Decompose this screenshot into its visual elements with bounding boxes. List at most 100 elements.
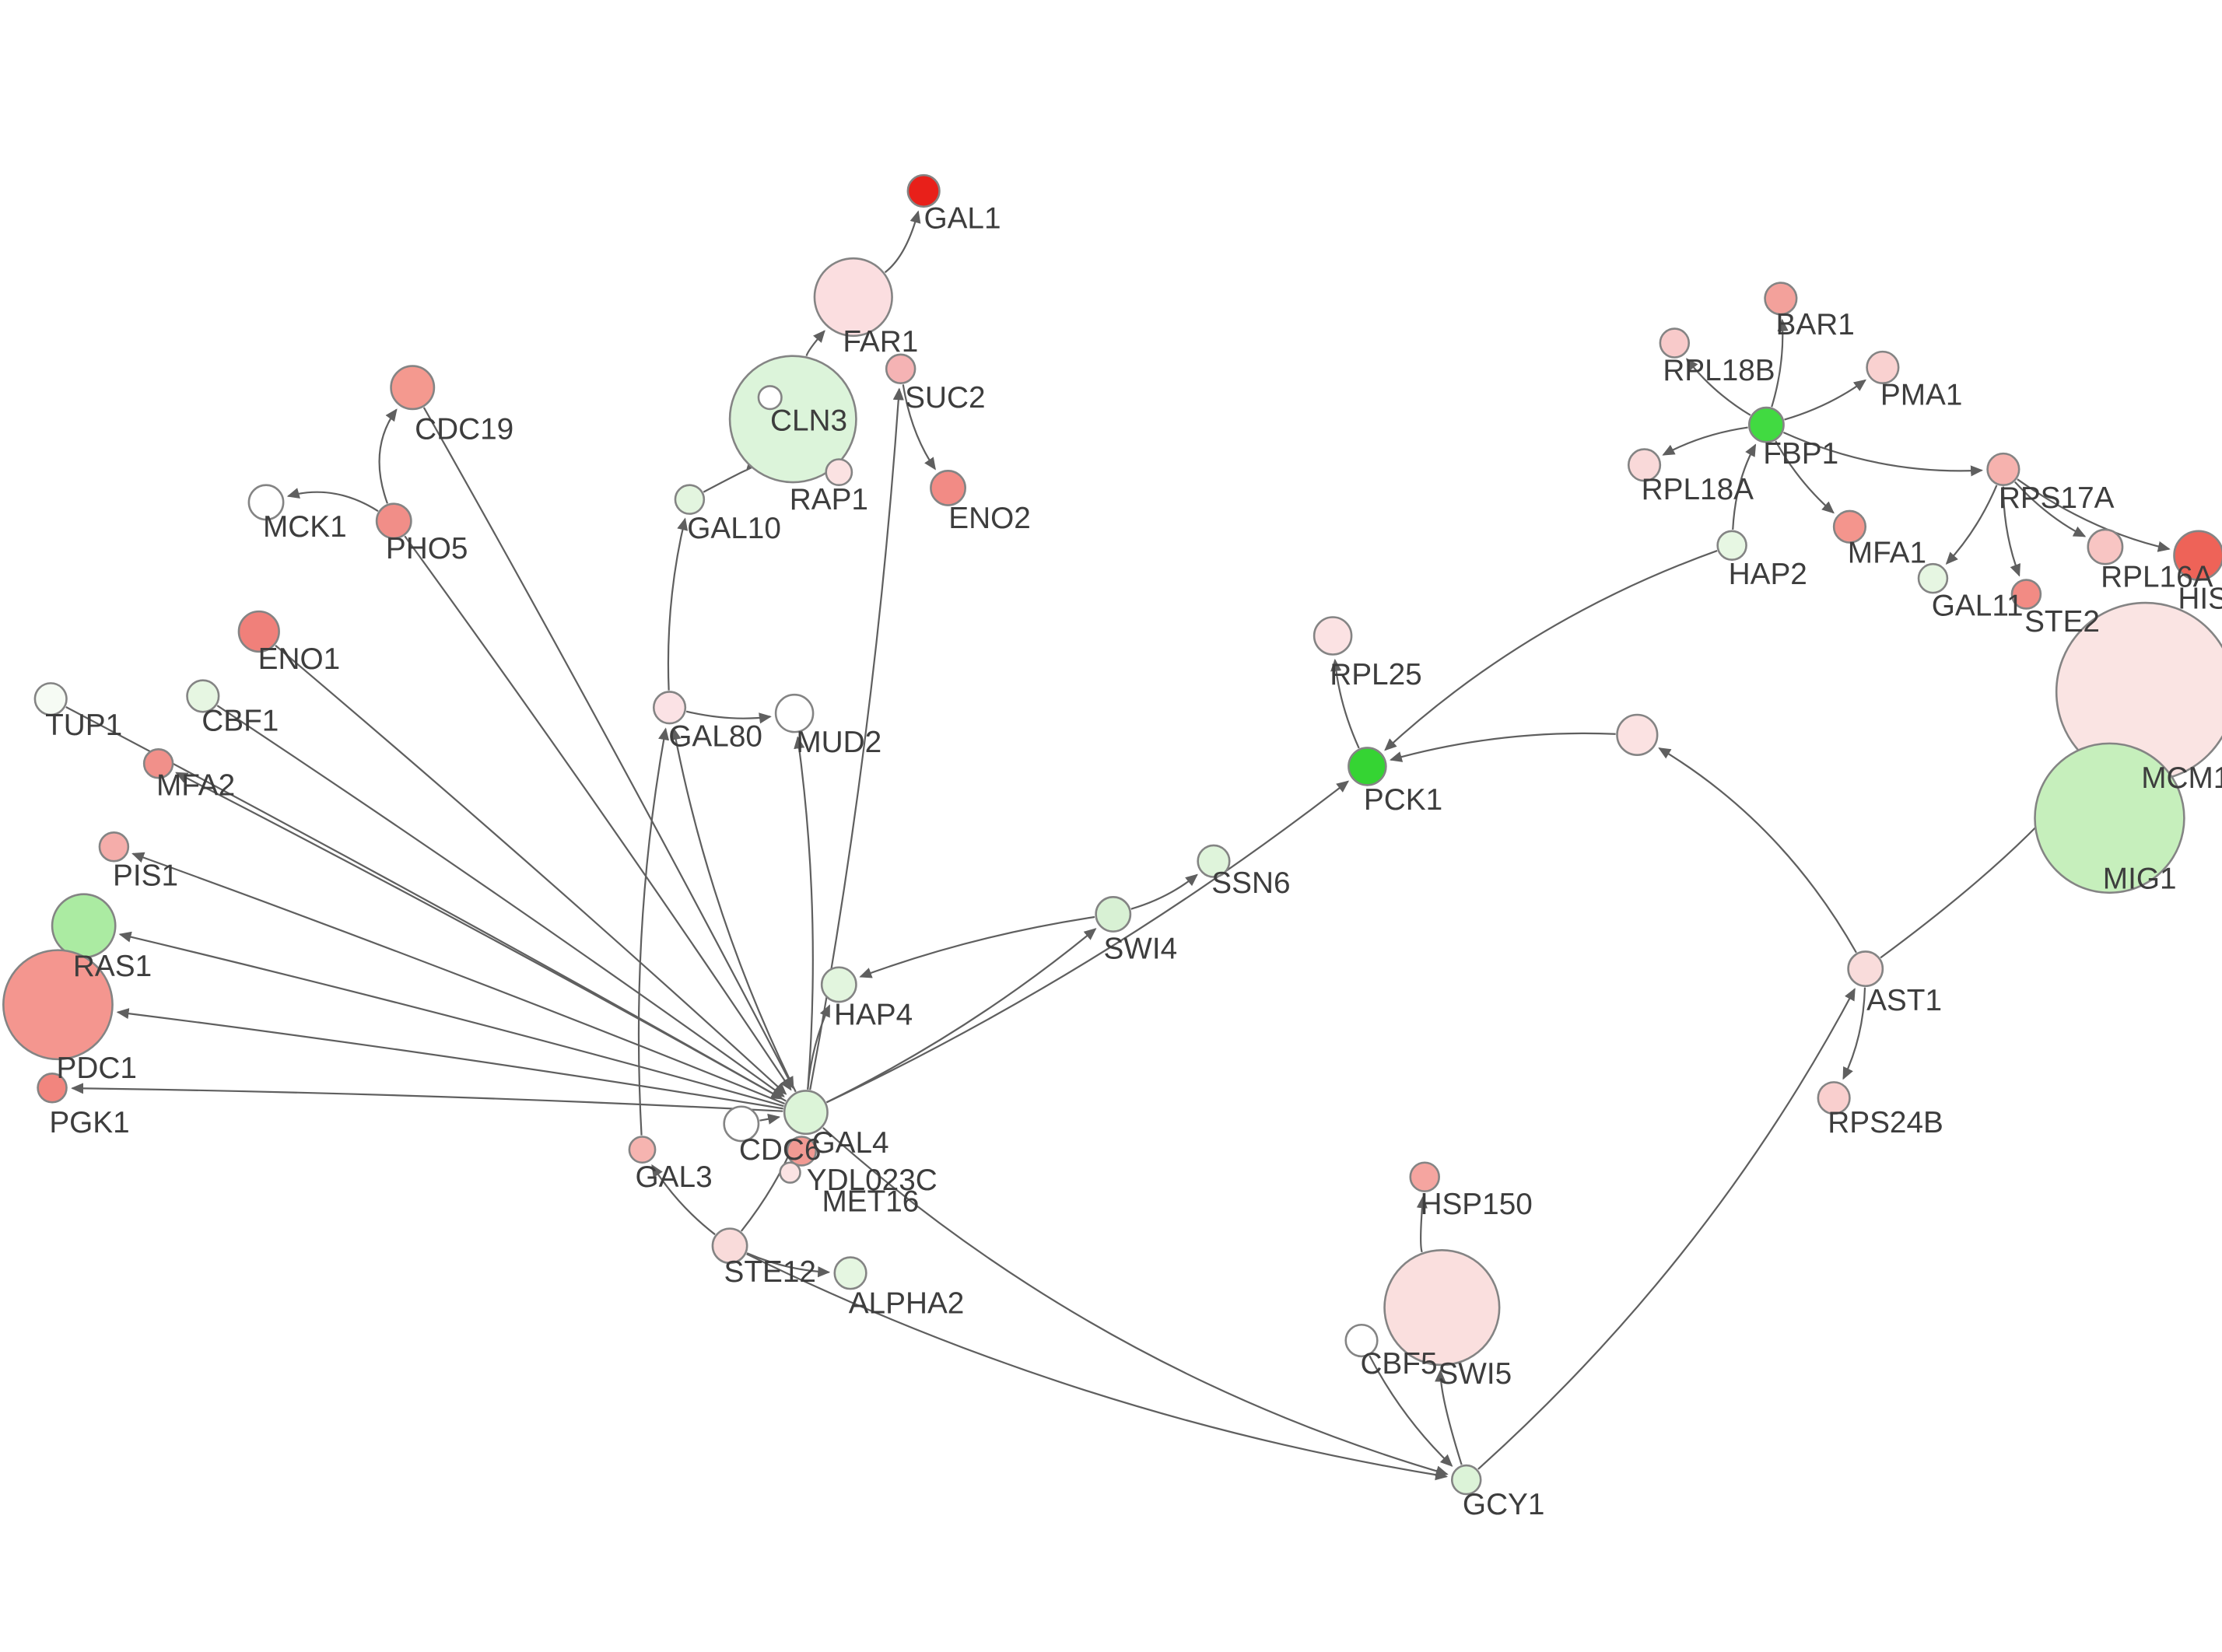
graph-edge[interactable] (1945, 485, 1998, 565)
graph-edge[interactable] (637, 727, 670, 1136)
node-gal3[interactable] (628, 1136, 657, 1164)
node-rpl25[interactable] (1313, 616, 1353, 656)
node-cbf5[interactable] (1344, 1323, 1379, 1358)
node-gcy1[interactable] (1450, 1464, 1482, 1496)
node-gal4[interactable] (783, 1090, 829, 1136)
graph-edge[interactable] (1369, 1355, 1453, 1467)
node-ste12[interactable] (711, 1227, 748, 1265)
node-gal11[interactable] (1917, 562, 1949, 594)
graph-node[interactable] (1616, 713, 1659, 756)
graph-edge[interactable] (1662, 426, 1748, 456)
graph-node[interactable] (757, 385, 783, 411)
graph-edge[interactable] (116, 1008, 783, 1110)
node-pho5[interactable] (375, 502, 412, 540)
graph-edge[interactable] (651, 1164, 716, 1236)
graph-edge[interactable] (422, 407, 794, 1090)
node-ras1[interactable] (51, 893, 117, 959)
graph-edge[interactable] (685, 710, 772, 724)
graph-edge[interactable] (807, 1004, 831, 1090)
node-eno1[interactable] (237, 610, 280, 653)
node-rap1[interactable] (825, 458, 853, 487)
graph-edge[interactable] (746, 1253, 1449, 1481)
node-cbf1[interactable] (186, 679, 220, 713)
node-suc2[interactable] (885, 353, 916, 385)
node-pis1[interactable] (98, 831, 130, 863)
graph-edge[interactable] (1389, 732, 1616, 762)
node-ssn6[interactable] (1197, 844, 1231, 878)
graph-edge[interactable] (131, 852, 785, 1105)
graph-edge[interactable] (825, 928, 1097, 1104)
graph-edge[interactable] (2002, 486, 2020, 577)
node-mig1[interactable] (2034, 742, 2185, 894)
node-mck1[interactable] (247, 484, 285, 521)
node-mfa1[interactable] (1832, 509, 1867, 544)
graph-edge[interactable] (1384, 550, 1718, 751)
node-gal10[interactable] (674, 484, 706, 515)
node-ste2[interactable] (2010, 579, 2042, 610)
graph-edge[interactable] (667, 517, 689, 691)
graph-edge[interactable] (71, 1083, 783, 1112)
graph-edge[interactable] (1784, 379, 1866, 421)
graph-edge[interactable] (1771, 318, 1789, 408)
graph-edge[interactable] (822, 1127, 1449, 1477)
node-ydl023c[interactable] (786, 1136, 818, 1167)
graph-edge[interactable] (118, 931, 784, 1108)
node-rpl18b[interactable] (1659, 327, 1691, 359)
node-rpl18a[interactable] (1627, 448, 1662, 482)
node-cln3[interactable] (728, 355, 857, 484)
node-pma1[interactable] (1866, 350, 1900, 385)
node-swi5[interactable] (1383, 1249, 1501, 1367)
graph-edge[interactable] (1686, 358, 1751, 416)
graph-edge[interactable] (275, 645, 787, 1095)
node-hap2[interactable] (1716, 530, 1747, 561)
graph-edge[interactable] (1658, 747, 1857, 954)
node-ast1[interactable] (1847, 950, 1884, 988)
graph-edge[interactable] (1732, 443, 1757, 530)
graph-edge[interactable] (378, 408, 398, 504)
graph-edge[interactable] (1842, 987, 1866, 1080)
node-hap4[interactable] (820, 966, 857, 1003)
node-met16[interactable] (779, 1161, 801, 1184)
graph-edge[interactable] (1775, 440, 1835, 514)
graph-edge[interactable] (2017, 478, 2171, 552)
node-gal1[interactable] (906, 173, 941, 208)
node-pck1[interactable] (1348, 747, 1387, 786)
node-bar1[interactable] (1764, 282, 1798, 316)
graph-edge[interactable] (759, 1113, 781, 1125)
graph-edge[interactable] (1477, 988, 1856, 1470)
graph-edge[interactable] (1416, 1195, 1428, 1253)
node-tup1[interactable] (33, 682, 68, 716)
graph-edge[interactable] (805, 330, 825, 356)
graph-edge[interactable] (746, 1252, 831, 1278)
node-far1[interactable] (813, 257, 893, 338)
graph-edge[interactable] (175, 772, 787, 1102)
node-eno2[interactable] (930, 469, 966, 506)
node-pdc1[interactable] (2, 949, 114, 1061)
graph-edge[interactable] (859, 915, 1095, 978)
graph-edge[interactable] (825, 780, 1350, 1104)
node-cdc19[interactable] (390, 365, 436, 411)
graph-edge[interactable] (703, 458, 759, 493)
node-swi4[interactable] (1095, 896, 1132, 933)
graph-edge[interactable] (286, 488, 379, 513)
graph-edge[interactable] (2014, 481, 2087, 537)
node-alpha2[interactable] (833, 1256, 867, 1290)
graph-edge[interactable] (1782, 431, 1983, 477)
graph-edge[interactable] (404, 535, 792, 1091)
graph-edge[interactable] (1435, 1369, 1463, 1465)
node-pgk1[interactable] (37, 1073, 68, 1104)
node-his4[interactable] (2173, 530, 2222, 581)
graph-edge[interactable] (670, 727, 797, 1093)
node-gal80[interactable] (652, 691, 687, 725)
node-rps24b[interactable] (1817, 1081, 1851, 1115)
graph-edge[interactable] (884, 210, 921, 274)
node-hsp150[interactable] (1409, 1161, 1440, 1192)
graph-edge[interactable] (216, 705, 785, 1097)
node-rps17a[interactable] (1986, 452, 2020, 487)
graph-edge[interactable] (794, 736, 814, 1090)
graph-edge[interactable] (902, 384, 936, 471)
node-mud2[interactable] (774, 693, 815, 733)
node-mfa2[interactable] (142, 747, 174, 779)
node-fbp1[interactable] (1747, 406, 1785, 443)
